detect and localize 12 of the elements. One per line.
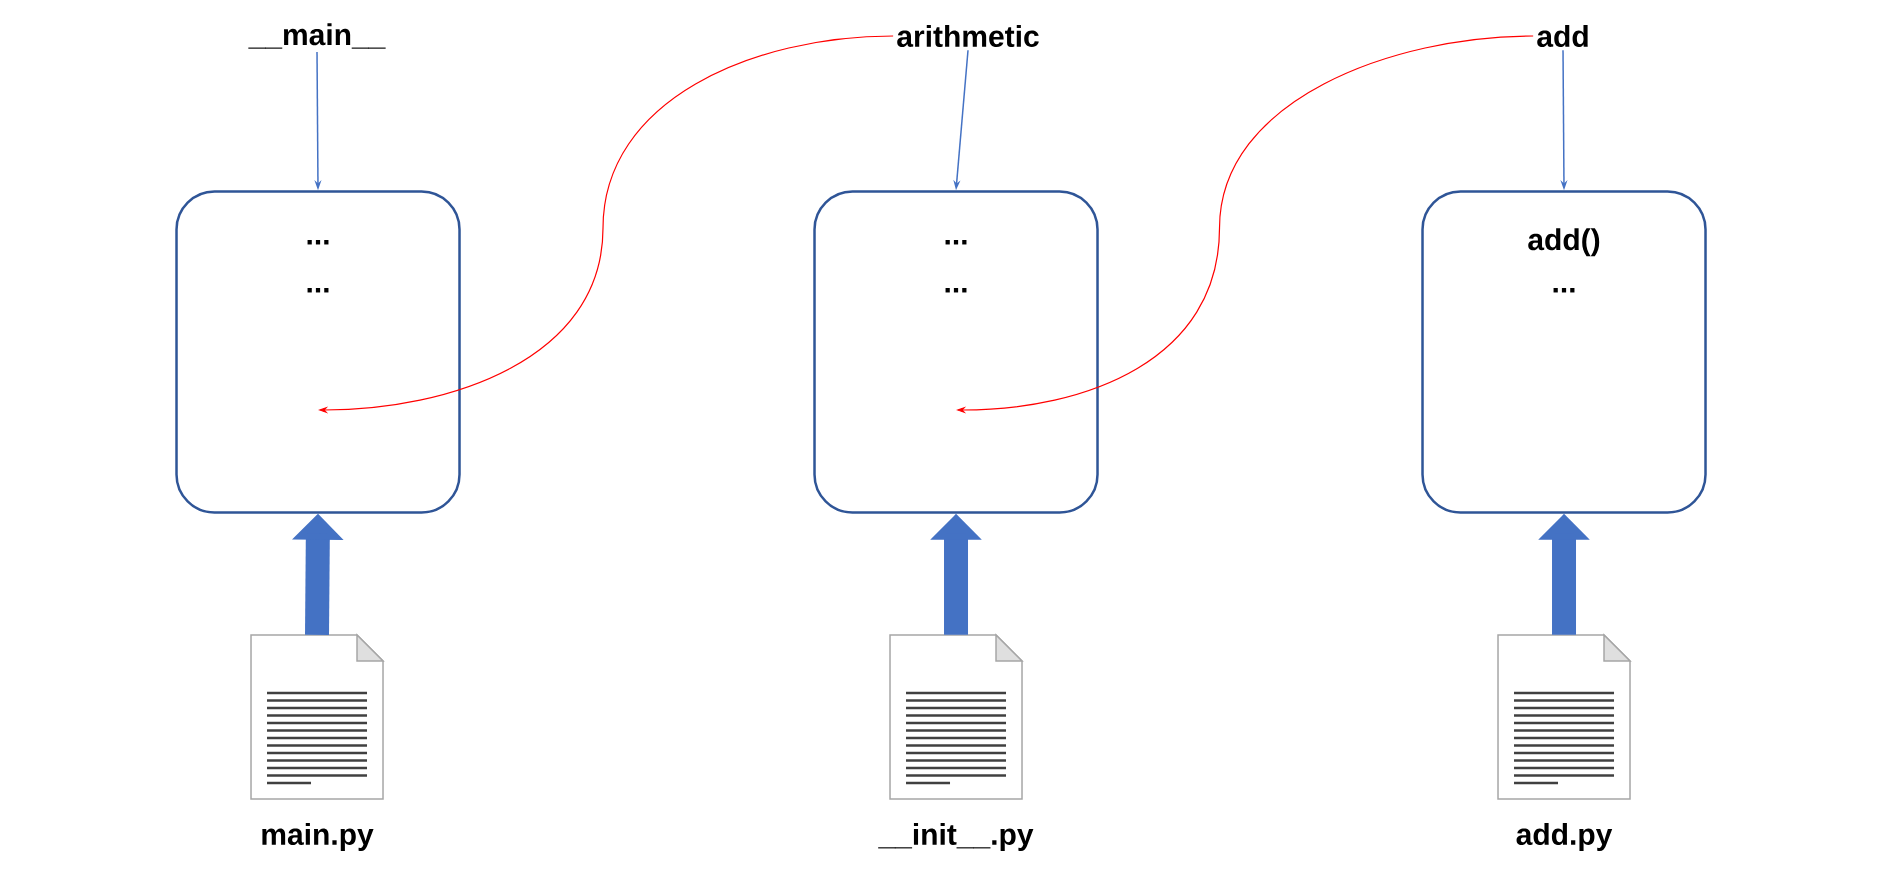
code-line: ... <box>945 288 967 293</box>
code-line: ... <box>1553 288 1575 293</box>
file-name: __init__.py <box>878 823 1034 851</box>
file-name: main.py <box>262 823 374 851</box>
code-line: add() <box>1528 228 1600 257</box>
module-name: __main__ <box>248 23 386 49</box>
file-name: add.py <box>1516 823 1613 851</box>
code-line: ... <box>945 240 967 245</box>
code-line: ... <box>307 240 329 245</box>
module-name: arithmetic <box>897 24 1039 47</box>
module-name: add <box>1537 24 1588 47</box>
code-line: ... <box>307 288 329 293</box>
